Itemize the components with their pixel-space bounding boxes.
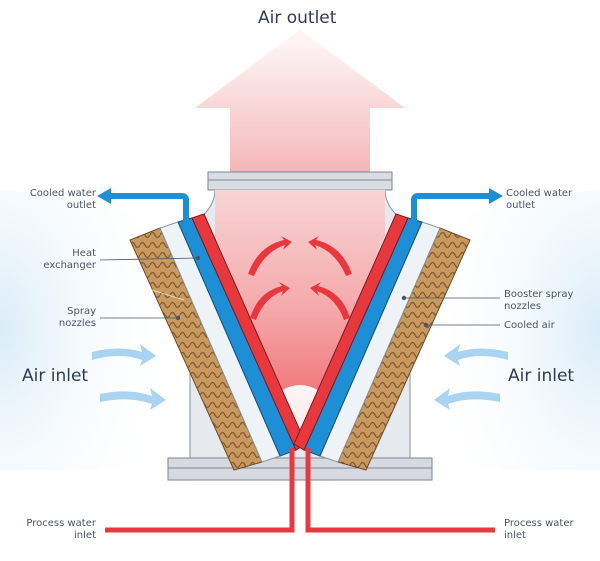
- top-collar: [207, 171, 393, 191]
- cooled-water-arrow-left: [97, 188, 111, 204]
- air-inlet-right-label: Air inlet: [508, 366, 575, 386]
- cooled-water-arrow-right: [489, 188, 503, 204]
- process-water-pipe-right: [305, 448, 495, 533]
- air-inlet-haze-left: [0, 190, 175, 470]
- cooled-air-label: Cooled air: [504, 320, 555, 331]
- spray-nozzles-label: Spray nozzles: [58, 306, 96, 329]
- air-inlet-arrows: [92, 344, 508, 410]
- cooled-water-pipe-right: [411, 193, 490, 222]
- cooled-water-outlet-right-label: Cooled water outlet: [506, 188, 573, 211]
- left-panel-stack: [129, 213, 307, 471]
- process-water-inlet-left-label: Process water inlet: [26, 518, 96, 541]
- heat-exchanger-label: Heat exchanger: [43, 248, 96, 271]
- cooled-water-pipe-left: [110, 193, 189, 222]
- base-platform: [167, 457, 433, 481]
- air-outlet-arrow: [195, 30, 405, 180]
- air-inlet-left-label: Air inlet: [22, 366, 89, 386]
- process-water-pipe-left: [105, 448, 295, 533]
- air-outlet-label: Air outlet: [258, 8, 337, 28]
- process-water-inlet-right-label: Process water inlet: [504, 518, 574, 541]
- leader-lines: [99, 255, 500, 328]
- warm-air-arrows: [248, 236, 352, 320]
- warm-air-core: [215, 190, 385, 440]
- cooled-water-outlet-left-label: Cooled water outlet: [29, 188, 96, 211]
- right-panel-stack: [293, 213, 471, 471]
- booster-spray-nozzles-label: Booster spray nozzles: [504, 289, 574, 312]
- air-inlet-haze-right: [425, 190, 600, 470]
